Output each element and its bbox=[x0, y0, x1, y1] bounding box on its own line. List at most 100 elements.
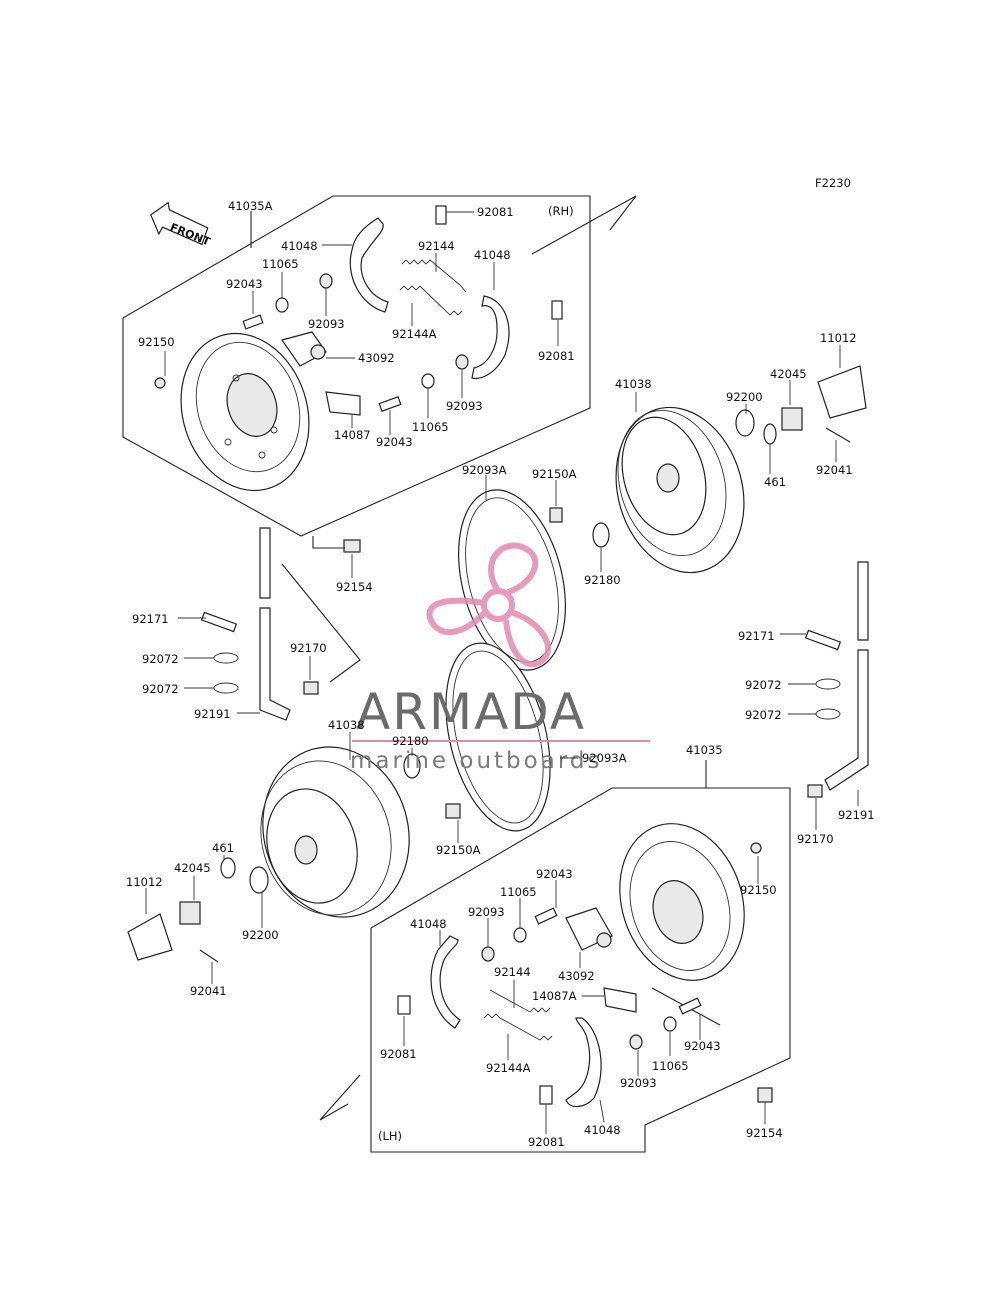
rh-spring-92144A bbox=[399, 285, 463, 316]
rh-washer-11065-b bbox=[421, 373, 435, 389]
part-label: 41035A bbox=[228, 199, 273, 213]
part-label: 92043 bbox=[226, 277, 263, 291]
lh-clip-92081-left bbox=[397, 995, 411, 1015]
lh-nut-92093-b bbox=[629, 1034, 643, 1050]
part-label: 92154 bbox=[336, 580, 373, 594]
rh-oring-92180 bbox=[592, 522, 610, 548]
part-label: 41038 bbox=[328, 718, 365, 732]
part-label: 11065 bbox=[652, 1059, 689, 1073]
rh-nut-92093-b bbox=[455, 354, 469, 370]
part-label: 92041 bbox=[190, 984, 227, 998]
part-label: 461 bbox=[764, 475, 786, 489]
part-label: 41048 bbox=[474, 248, 511, 262]
right-breather-hose bbox=[824, 561, 869, 791]
lh-pin-92043-b bbox=[678, 997, 702, 1015]
rh-adjuster-plate-14087 bbox=[325, 391, 361, 416]
lh-washer-11065-b bbox=[663, 1016, 677, 1032]
part-label: 41048 bbox=[281, 239, 318, 253]
lh-washer-11065-a bbox=[513, 927, 527, 943]
left-clamp-92072-a bbox=[213, 652, 239, 664]
part-label: 92191 bbox=[194, 707, 231, 721]
lh-bolt-92154 bbox=[757, 1087, 773, 1103]
rh-brake-shoe-right bbox=[471, 295, 510, 380]
part-label: 92180 bbox=[392, 734, 429, 748]
part-label: 92093 bbox=[620, 1076, 657, 1090]
part-label: 92144A bbox=[392, 327, 437, 341]
left-clamp-92072-b bbox=[213, 682, 239, 694]
part-label: 92081 bbox=[380, 1047, 417, 1061]
part-label: 92154 bbox=[746, 1126, 783, 1140]
rh-washer-11065-a bbox=[275, 297, 289, 313]
part-label: 92093A bbox=[462, 463, 507, 477]
part-label: 92072 bbox=[142, 682, 179, 696]
rh-bolt-92150 bbox=[154, 377, 166, 389]
part-label: 92180 bbox=[584, 573, 621, 587]
part-label: 92171 bbox=[132, 612, 169, 626]
rh-spring-92144 bbox=[401, 259, 467, 293]
part-label: 11012 bbox=[820, 331, 857, 345]
lh-wheel-cylinder-43092 bbox=[565, 907, 613, 951]
rh-backing-plate bbox=[180, 332, 310, 492]
rh-washer-461 bbox=[763, 423, 777, 445]
rh-assembly-frame bbox=[122, 195, 637, 537]
part-label: 92072 bbox=[745, 708, 782, 722]
lh-pin-92043-a bbox=[534, 907, 558, 925]
figure-code: F2230 bbox=[815, 176, 851, 190]
right-cap-92170 bbox=[807, 784, 823, 798]
part-label: 92043 bbox=[376, 435, 413, 449]
lh-bolt-92150A bbox=[445, 803, 461, 819]
part-label: 92081 bbox=[528, 1135, 565, 1149]
rh-clip-92081-top bbox=[435, 205, 447, 225]
lh-cap-11012 bbox=[127, 913, 173, 961]
part-label: 11012 bbox=[126, 875, 163, 889]
left-breather-hose bbox=[259, 527, 291, 721]
lh-spring-92144A bbox=[483, 1013, 553, 1041]
lh-spring-92144 bbox=[489, 989, 551, 1013]
left-clip-92171 bbox=[200, 611, 238, 633]
lh-washer-92200 bbox=[249, 866, 269, 894]
rh-pin-92043-a bbox=[242, 314, 264, 330]
rh-clip-92081-right bbox=[551, 300, 563, 320]
lh-brake-drum-41038 bbox=[260, 746, 410, 918]
left-hose-line-frame bbox=[281, 536, 361, 683]
rh-pin-92043-b bbox=[378, 396, 402, 412]
rh-bolt-92150A bbox=[549, 507, 563, 523]
part-label: 41035 bbox=[686, 743, 723, 757]
armada-watermark: ARMADA marine outboards bbox=[350, 542, 650, 774]
rh-washer-92200 bbox=[735, 409, 755, 437]
part-label: 92144 bbox=[418, 239, 455, 253]
part-label: 92093A bbox=[582, 751, 627, 765]
rh-side-label: (RH) bbox=[548, 204, 574, 218]
part-label: 92200 bbox=[726, 390, 763, 404]
leader-lines bbox=[145, 211, 859, 1134]
part-label: 14087 bbox=[334, 428, 371, 442]
rh-cotter-pin-92041 bbox=[825, 427, 851, 443]
part-label: 92200 bbox=[242, 928, 279, 942]
part-label: 92150 bbox=[740, 883, 777, 897]
rh-nut-42045 bbox=[781, 407, 803, 431]
lh-bolt-92150 bbox=[750, 842, 762, 854]
lh-side-label: (LH) bbox=[378, 1129, 402, 1143]
front-arrow-icon: FRONT bbox=[150, 201, 212, 249]
part-label: 92170 bbox=[797, 832, 834, 846]
part-label: 92150A bbox=[436, 843, 481, 857]
part-label: 43092 bbox=[558, 969, 595, 983]
lh-adjuster-plate-14087A bbox=[603, 987, 637, 1013]
watermark-name: ARMADA bbox=[356, 683, 586, 741]
lh-backing-plate bbox=[619, 823, 745, 981]
part-label: 92081 bbox=[477, 205, 514, 219]
part-label: 92150A bbox=[532, 467, 577, 481]
part-label: 42045 bbox=[174, 861, 211, 875]
watermark-tagline: marine outboards bbox=[350, 748, 602, 774]
part-label: 11065 bbox=[412, 420, 449, 434]
part-label: 92144 bbox=[494, 965, 531, 979]
part-label: 92150 bbox=[138, 335, 175, 349]
part-label: 92171 bbox=[738, 629, 775, 643]
lh-nut-42045 bbox=[179, 901, 201, 925]
part-label: 92191 bbox=[838, 808, 875, 822]
lh-clip-92081-bottom bbox=[539, 1085, 553, 1105]
part-label: 11065 bbox=[500, 885, 537, 899]
part-label: 92081 bbox=[538, 349, 575, 363]
part-label: 92144A bbox=[486, 1061, 531, 1075]
